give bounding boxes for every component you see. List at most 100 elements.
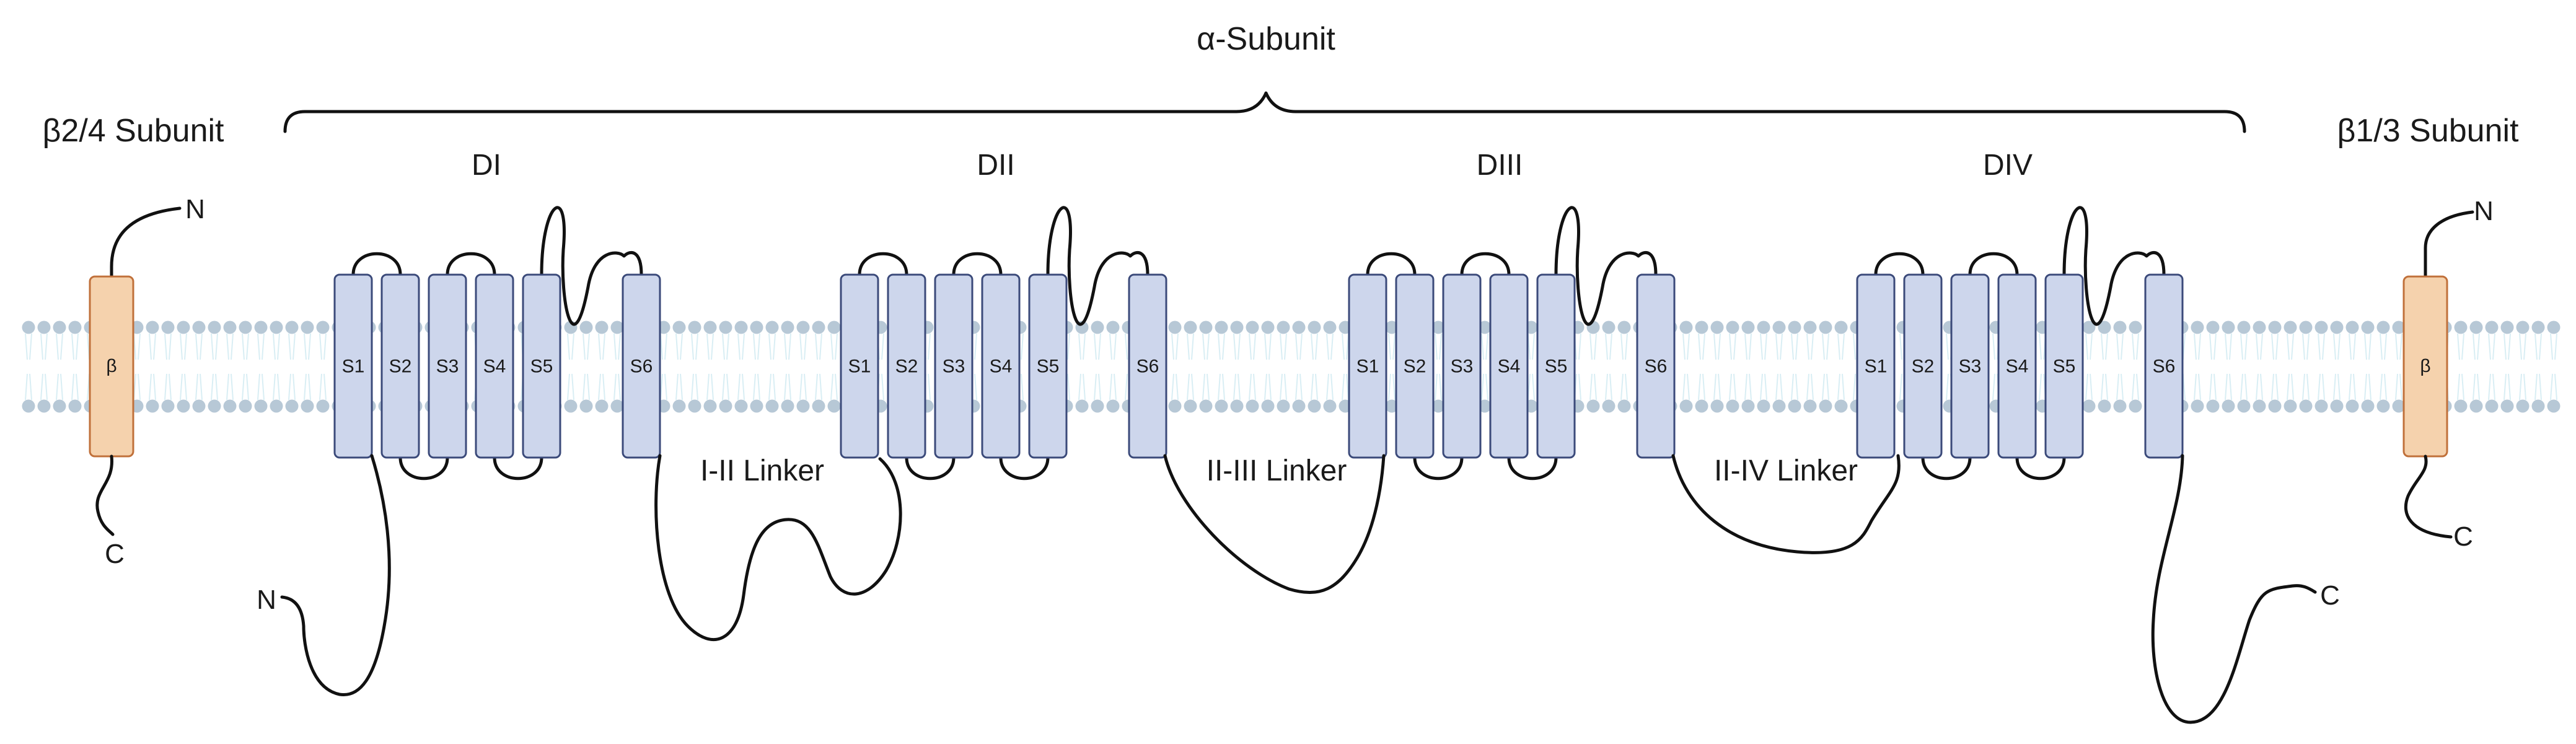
- lipid-tail: [56, 333, 63, 360]
- lipid-head: [239, 399, 252, 413]
- domain-loop: [1366, 252, 1417, 277]
- lipid-head: [2376, 321, 2390, 334]
- domain-loop: [398, 456, 449, 480]
- domain-loop: [351, 252, 402, 277]
- lipid-tail: [2116, 373, 2124, 401]
- segment-label: S4: [483, 356, 506, 376]
- linker-i-ii-label: I-II Linker: [700, 454, 824, 487]
- lipid-tail: [2457, 373, 2464, 401]
- lipid-tail: [1806, 333, 1814, 360]
- lipid-head: [1431, 321, 1445, 334]
- lipid-head: [270, 399, 283, 413]
- lipid-head: [2253, 321, 2266, 334]
- lipid-head: [1106, 321, 1120, 334]
- lipid-tail: [2116, 333, 2124, 360]
- lipid-head: [316, 399, 330, 413]
- lipid-head: [2314, 321, 2328, 334]
- alpha-n-tail: [280, 454, 391, 697]
- lipid-tail: [1295, 333, 1303, 360]
- lipid-tail: [2240, 333, 2248, 360]
- segment-label: S4: [990, 356, 1013, 376]
- alpha-c-terminus: C: [2320, 580, 2340, 611]
- beta-left-n-tail: [110, 206, 182, 278]
- lipid-tail: [288, 333, 296, 360]
- segment-di-s3: [428, 273, 467, 459]
- lipid-head: [812, 321, 825, 334]
- lipid-head: [22, 399, 35, 413]
- lipid-tail: [2194, 333, 2201, 360]
- lipid-head: [68, 321, 82, 334]
- domain-loop: [905, 456, 956, 480]
- lipid-tail: [2488, 373, 2495, 401]
- lipid-head: [146, 321, 159, 334]
- lipid-tail: [2287, 333, 2294, 360]
- lipid-tail: [1233, 333, 1241, 360]
- segment-dii-s3: [934, 273, 974, 459]
- lipid-head: [2345, 321, 2359, 334]
- domain-label-div: DIV: [1983, 149, 2033, 182]
- lipid-tail: [149, 333, 156, 360]
- lipid-tail: [2194, 373, 2201, 401]
- lipid-tail: [195, 333, 203, 360]
- alpha-subunit-brace: [283, 91, 2246, 133]
- lipid-tail: [2287, 373, 2294, 401]
- lipid-head: [254, 399, 268, 413]
- lipid-tail: [1744, 333, 1752, 360]
- lipid-tail: [1280, 373, 1287, 401]
- domain-loop: [540, 206, 643, 326]
- lipid-head: [2082, 321, 2096, 334]
- lipid-tail: [753, 373, 760, 401]
- lipid-tail: [1698, 373, 1705, 401]
- segment-div-s6: [2144, 273, 2184, 459]
- lipid-tail: [613, 373, 621, 401]
- lipid-head: [2330, 399, 2344, 413]
- segment-diii-s5: [1536, 273, 1576, 459]
- lipid-head: [1617, 321, 1631, 334]
- lipid-head: [208, 321, 221, 334]
- lipid-head: [1385, 321, 1399, 334]
- lipid-head: [564, 399, 578, 413]
- lipid-head: [1772, 321, 1786, 334]
- segment-label: S4: [1498, 356, 1521, 376]
- lipid-head: [2531, 321, 2545, 334]
- lipid-tail: [1342, 373, 1349, 401]
- lipid-tail: [1078, 373, 1086, 401]
- lipid-tail: [706, 333, 714, 360]
- lipid-tail: [2318, 373, 2325, 401]
- lipid-tail: [288, 373, 296, 401]
- lipid-head: [2330, 321, 2344, 334]
- lipid-head: [1277, 321, 1290, 334]
- lipid-tail: [1342, 333, 1349, 360]
- lipid-head: [37, 399, 51, 413]
- lipid-tail: [257, 373, 265, 401]
- lipid-tail: [1481, 333, 1488, 360]
- lipid-tail: [242, 373, 249, 401]
- lipid-tail: [149, 373, 156, 401]
- domain-loop: [493, 456, 543, 480]
- lipid-head: [579, 321, 593, 334]
- segment-dii-s6: [1128, 273, 1167, 459]
- domain-loop: [2015, 456, 2066, 480]
- lipid-tail: [1760, 333, 1767, 360]
- lipid-head: [1385, 399, 1399, 413]
- lipid-head: [796, 321, 810, 334]
- lipid-tail: [1589, 373, 1597, 401]
- segment-label: S5: [1037, 356, 1060, 376]
- domain-loop: [1507, 456, 1558, 480]
- lipid-head: [703, 399, 717, 413]
- lipid-head: [827, 321, 841, 334]
- lipid-head: [1788, 321, 1801, 334]
- segment-dii-s5: [1028, 273, 1068, 459]
- lipid-head: [2500, 399, 2514, 413]
- domain-label-di: DI: [472, 149, 501, 182]
- lipid-head: [223, 321, 237, 334]
- lipid-tail: [737, 373, 745, 401]
- lipid-head: [1819, 399, 1832, 413]
- lipid-head: [750, 399, 763, 413]
- lipid-tail: [133, 373, 141, 401]
- lipid-tail: [2349, 333, 2356, 360]
- lipid-tail: [2085, 373, 2093, 401]
- lipid-tail: [1171, 333, 1179, 360]
